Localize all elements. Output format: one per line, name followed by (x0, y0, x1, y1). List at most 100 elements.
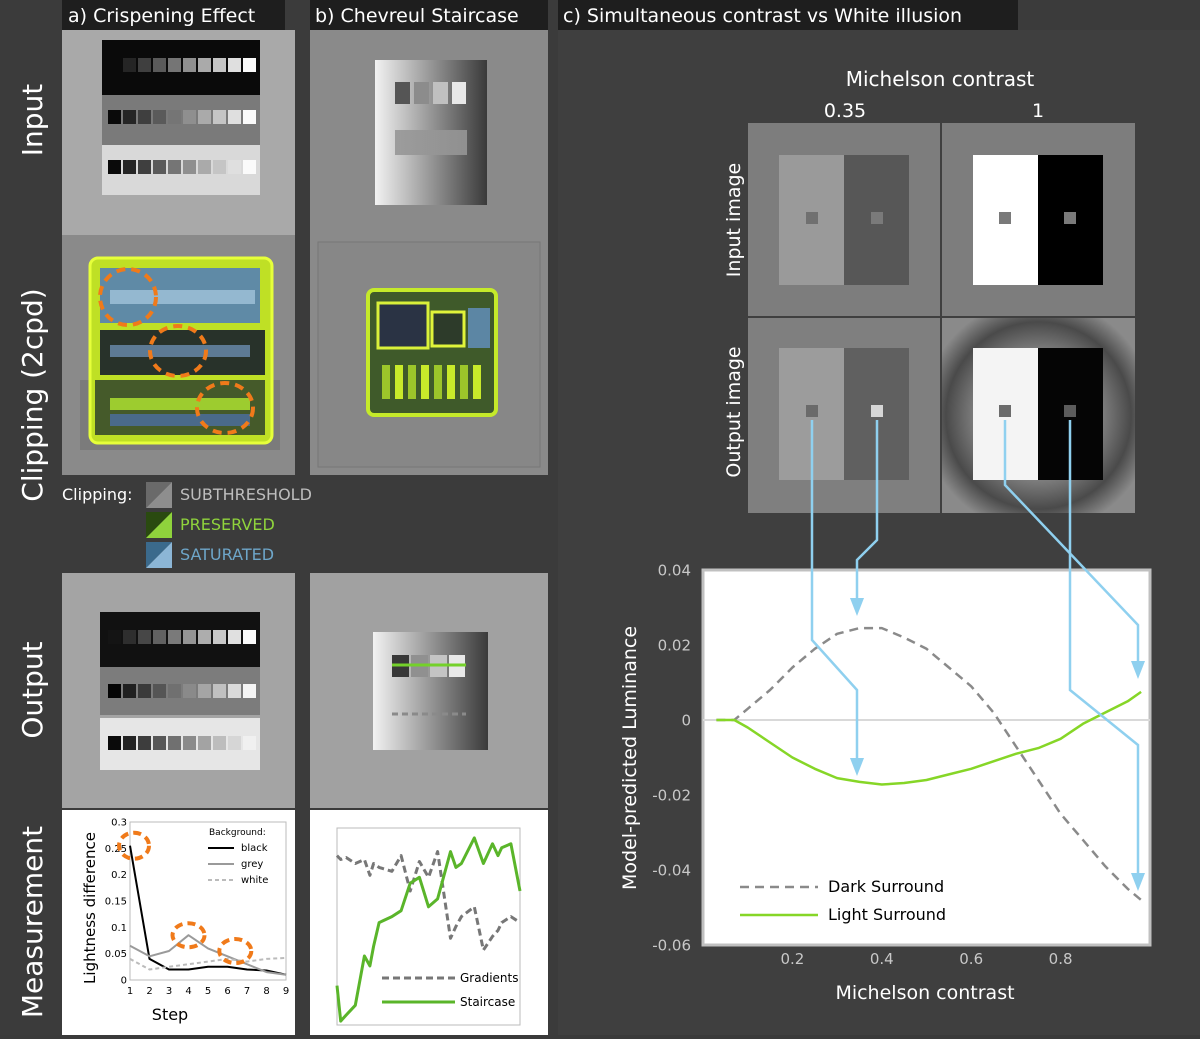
clipping-bar (408, 365, 416, 399)
row-label-strip (0, 0, 62, 1035)
row-label-output: Output (16, 641, 49, 738)
legend-label: Staircase (460, 995, 515, 1009)
step-patch (183, 58, 196, 72)
step-patch (123, 630, 136, 644)
clipping-bar (434, 365, 442, 399)
step-patch (213, 58, 226, 72)
x-tick-label: 2 (146, 986, 152, 997)
y-tick-label: 0.3 (111, 818, 127, 829)
legend-label-saturated: SATURATED (180, 545, 274, 564)
legend-label-preserved: PRESERVED (180, 515, 275, 534)
x-tick-label: 6 (224, 986, 230, 997)
y-tick-label: -0.06 (652, 936, 691, 954)
step-patch (198, 160, 211, 174)
panel-c-col-label-1: 1 (1032, 100, 1044, 122)
step-patch (153, 160, 166, 174)
step-patch (183, 630, 196, 644)
panel-b-title-bg (310, 0, 548, 30)
series-line-light-surround (716, 690, 1142, 786)
step-patch (243, 58, 256, 72)
panel-c-col-label-035: 0.35 (824, 100, 866, 122)
sc-input-1 (942, 123, 1135, 316)
x-tick-label: 3 (166, 986, 172, 997)
y-tick-label: -0.02 (652, 786, 691, 804)
sc-output-1 (942, 318, 1135, 513)
legend-item-preserved: PRESERVED (146, 512, 275, 538)
step-patch (198, 684, 211, 698)
legend-label: Gradients (460, 971, 518, 985)
step-patch (138, 160, 151, 174)
legend-label: grey (241, 859, 263, 870)
output-crispening-image (62, 573, 295, 808)
staircase-plot-bg (310, 810, 548, 1035)
step-patch (213, 160, 226, 174)
arrow-035-left (810, 420, 859, 765)
clipping-crispening-image (62, 235, 295, 475)
step-patch (213, 684, 226, 698)
step-patch (243, 110, 256, 124)
step-patch (138, 736, 151, 750)
step-patch (138, 630, 151, 644)
y-tick-label: 0.1 (111, 923, 127, 934)
legend-label: black (241, 843, 268, 854)
step-patch (138, 58, 151, 72)
step-patch (168, 58, 181, 72)
step-patch (183, 110, 196, 124)
step-patch (183, 684, 196, 698)
step-patch (153, 684, 166, 698)
legend-label-subthreshold: SUBTHRESHOLD (180, 485, 312, 504)
step-patch (168, 160, 181, 174)
x-tick-label: 9 (283, 986, 289, 997)
panel-a-title: a) Crispening Effect (68, 5, 255, 27)
clipping-bar (447, 365, 455, 399)
highlight-circle (117, 830, 151, 861)
step-patch (228, 160, 241, 174)
highlight-circle (98, 267, 158, 327)
step-patch (108, 684, 121, 698)
step-patch (168, 110, 181, 124)
clipping-legend-title: Clipping: (62, 485, 133, 504)
series-line-staircase (335, 836, 522, 1023)
x-tick-label: 7 (244, 986, 250, 997)
step-patch (123, 684, 136, 698)
legend-title: Background: (209, 828, 266, 838)
x-tick-label: 0.8 (1049, 950, 1073, 968)
step-patch (243, 160, 256, 174)
clipping-legend: Clipping: SUBTHRESHOLD PRESERVED SATURAT… (62, 482, 312, 568)
panel-c-top-label: Michelson contrast (846, 67, 1035, 91)
plot-frame (129, 821, 287, 981)
step-patch (213, 736, 226, 750)
arrow-heads (850, 598, 1145, 891)
row-label-clipping: Clipping (2cpd) (16, 288, 49, 501)
crispening-plot-bg (62, 810, 295, 1035)
y-axis-label: Model-predicted Luminance (619, 626, 641, 890)
step-patch (123, 58, 136, 72)
clipping-bar (473, 365, 481, 399)
x-axis-label: Michelson contrast (835, 982, 1014, 1004)
x-tick-label: 0.4 (870, 950, 894, 968)
step-patch (108, 110, 121, 124)
step-patch (138, 684, 151, 698)
step-patch (198, 110, 211, 124)
x-tick-label: 1 (127, 986, 133, 997)
clipping-bar (382, 365, 390, 399)
legend-item-saturated: SATURATED (146, 542, 274, 568)
step-patch (243, 684, 256, 698)
y-tick-label: 0 (121, 976, 127, 987)
x-tick-label: 8 (263, 986, 269, 997)
legend-label: Light Surround (828, 905, 946, 924)
step-patch (108, 736, 121, 750)
series-line-gradients (335, 850, 521, 952)
series-line-dark-surround (716, 626, 1142, 901)
input-staircase-image (310, 30, 548, 235)
series-line-grey (129, 934, 287, 976)
step-patch (123, 160, 136, 174)
arrow-035-right (855, 420, 879, 605)
clipping-staircase-image (310, 235, 548, 475)
step-patch (228, 110, 241, 124)
step-patch (213, 630, 226, 644)
